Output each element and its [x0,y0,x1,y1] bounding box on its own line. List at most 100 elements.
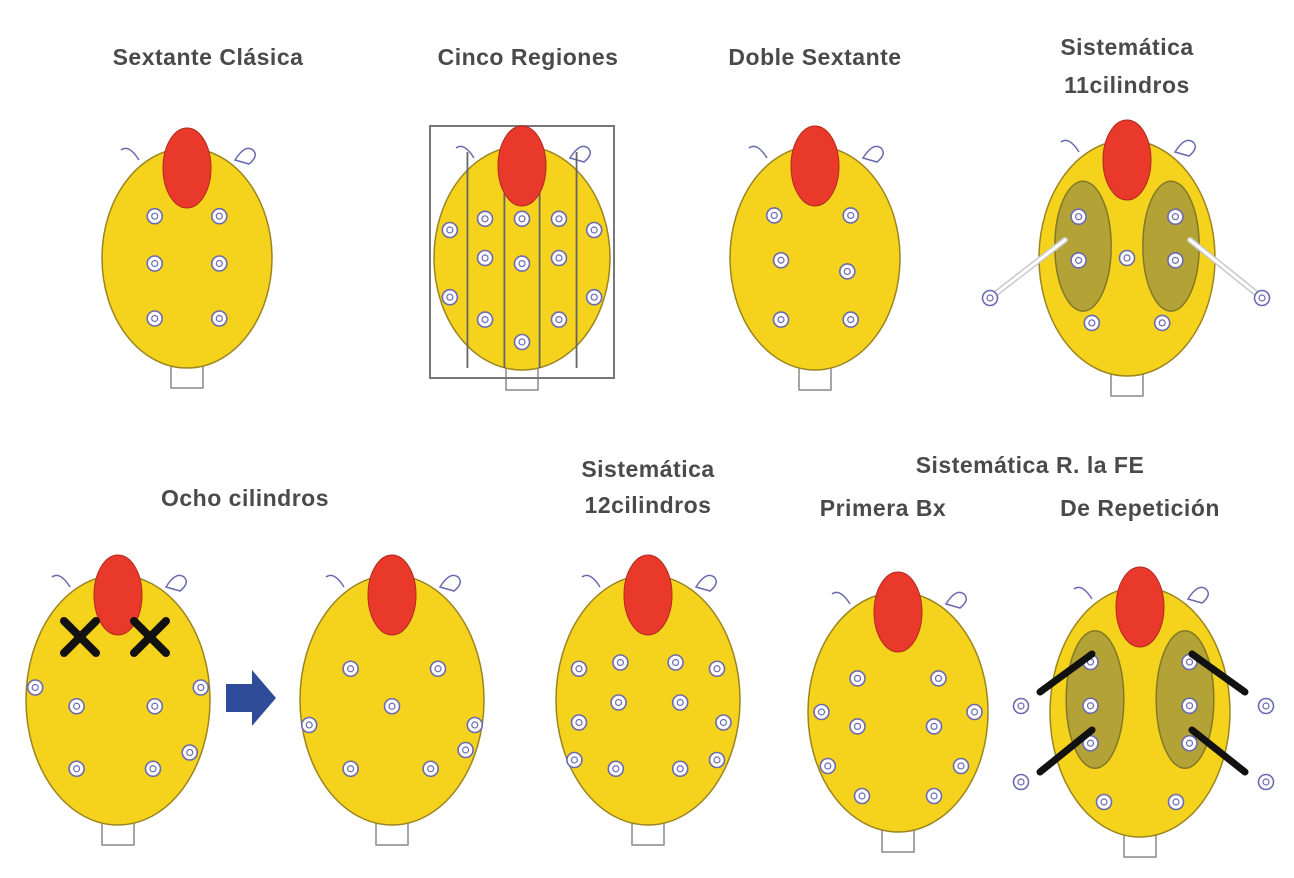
biopsy-core-icon [611,695,626,710]
biopsy-core-icon [774,312,789,327]
biopsy-core-icon [1071,209,1086,224]
biopsy-core-icon [1071,253,1086,268]
biopsy-core-icon [442,290,457,305]
biopsy-core-icon [551,251,566,266]
biopsy-core-icon [551,312,566,327]
gland-cinco-regiones [430,126,614,390]
biopsy-core-icon [1169,795,1184,810]
biopsy-core-icon [182,745,197,760]
biopsy-core-icon [850,719,865,734]
biopsy-core-icon [1120,251,1135,266]
biopsy-core-icon [458,743,473,758]
biopsy-core-icon [608,761,623,776]
gland-doble-sextante [730,126,900,390]
biopsy-core-icon [193,680,208,695]
biopsy-core-icon [147,209,162,224]
biopsy-core-icon [145,761,160,776]
biopsy-core-icon [567,753,582,768]
biopsy-core-icon [1083,698,1098,713]
biopsy-core-icon [767,208,782,223]
biopsy-core-icon [212,209,227,224]
biopsy-core-icon [515,256,530,271]
lateral-lobe [1055,181,1111,311]
biopsy-core-icon [1182,736,1197,751]
biopsy-core-icon [572,661,587,676]
gland-ocho-cilindros-before [26,555,210,845]
biopsy-core-icon [843,208,858,223]
biopsy-core-icon [343,661,358,676]
biopsy-core-icon [515,335,530,350]
biopsy-core-icon [1168,253,1183,268]
biopsy-core-icon [1155,315,1170,330]
urethra-icon [1103,120,1151,200]
urethra-icon [498,126,546,206]
biopsy-core-icon [467,718,482,733]
biopsy-core-icon [927,719,942,734]
biopsy-core-icon [1014,775,1029,790]
transition-arrow-icon [226,670,276,726]
biopsy-core-icon [1168,209,1183,224]
biopsy-core-icon [423,761,438,776]
biopsy-core-icon [147,699,162,714]
biopsy-core-icon [587,290,602,305]
gland-sistematica-11 [1039,120,1215,396]
biopsy-core-icon [442,223,457,238]
biopsy-core-icon [431,661,446,676]
biopsy-core-icon [551,211,566,226]
biopsy-core-icon [673,695,688,710]
biopsy-core-icon [385,699,400,714]
gland-sistematica-12 [556,555,740,845]
biopsy-core-icon [840,264,855,279]
biopsy-core-icon [967,705,982,720]
biopsy-core-icon [147,311,162,326]
biopsy-core-icon [954,759,969,774]
biopsy-core-icon [710,661,725,676]
gland-ocho-cilindros-after [300,555,484,845]
biopsy-core-icon [343,761,358,776]
urethra-icon [791,126,839,206]
biopsy-core-icon [710,753,725,768]
biopsy-core-icon [716,715,731,730]
biopsy-core-icon [1097,795,1112,810]
biopsy-core-icon [69,761,84,776]
biopsy-core-icon [212,311,227,326]
biopsy-core-icon [478,211,493,226]
urethra-icon [368,555,416,635]
biopsy-core-icon [673,761,688,776]
lateral-lobe [1143,181,1199,311]
biopsy-core-icon [572,715,587,730]
biopsy-core-icon [1259,775,1274,790]
biopsy-core-icon [515,211,530,226]
biopsy-core-icon [855,789,870,804]
biopsy-core-icon [668,655,683,670]
gland-sistematica-fe-primera [808,572,988,852]
biopsy-core-icon [1259,699,1274,714]
biopsy-core-icon [983,291,998,306]
biopsy-core-icon [774,253,789,268]
biopsy-core-icon [613,655,628,670]
biopsy-core-icon [478,251,493,266]
urethra-icon [874,572,922,652]
biopsy-core-icon [931,671,946,686]
biopsy-core-icon [927,789,942,804]
biopsy-core-icon [147,256,162,271]
biopsy-core-icon [69,699,84,714]
biopsy-core-icon [1182,698,1197,713]
biopsy-core-icon [302,718,317,733]
biopsy-core-icon [820,759,835,774]
biopsy-core-icon [1014,699,1029,714]
biopsy-core-icon [843,312,858,327]
gland-sistematica-fe-repeticion [1050,567,1230,857]
biopsy-core-icon [212,256,227,271]
biopsy-core-icon [1255,291,1270,306]
urethra-icon [1116,567,1164,647]
biopsy-core-icon [478,312,493,327]
urethra-icon [163,128,211,208]
gland-sextante-clasica [102,128,272,388]
biopsy-core-icon [1084,315,1099,330]
urethra-icon [624,555,672,635]
biopsy-core-icon [814,705,829,720]
biopsy-core-icon [850,671,865,686]
biopsy-core-icon [28,680,43,695]
